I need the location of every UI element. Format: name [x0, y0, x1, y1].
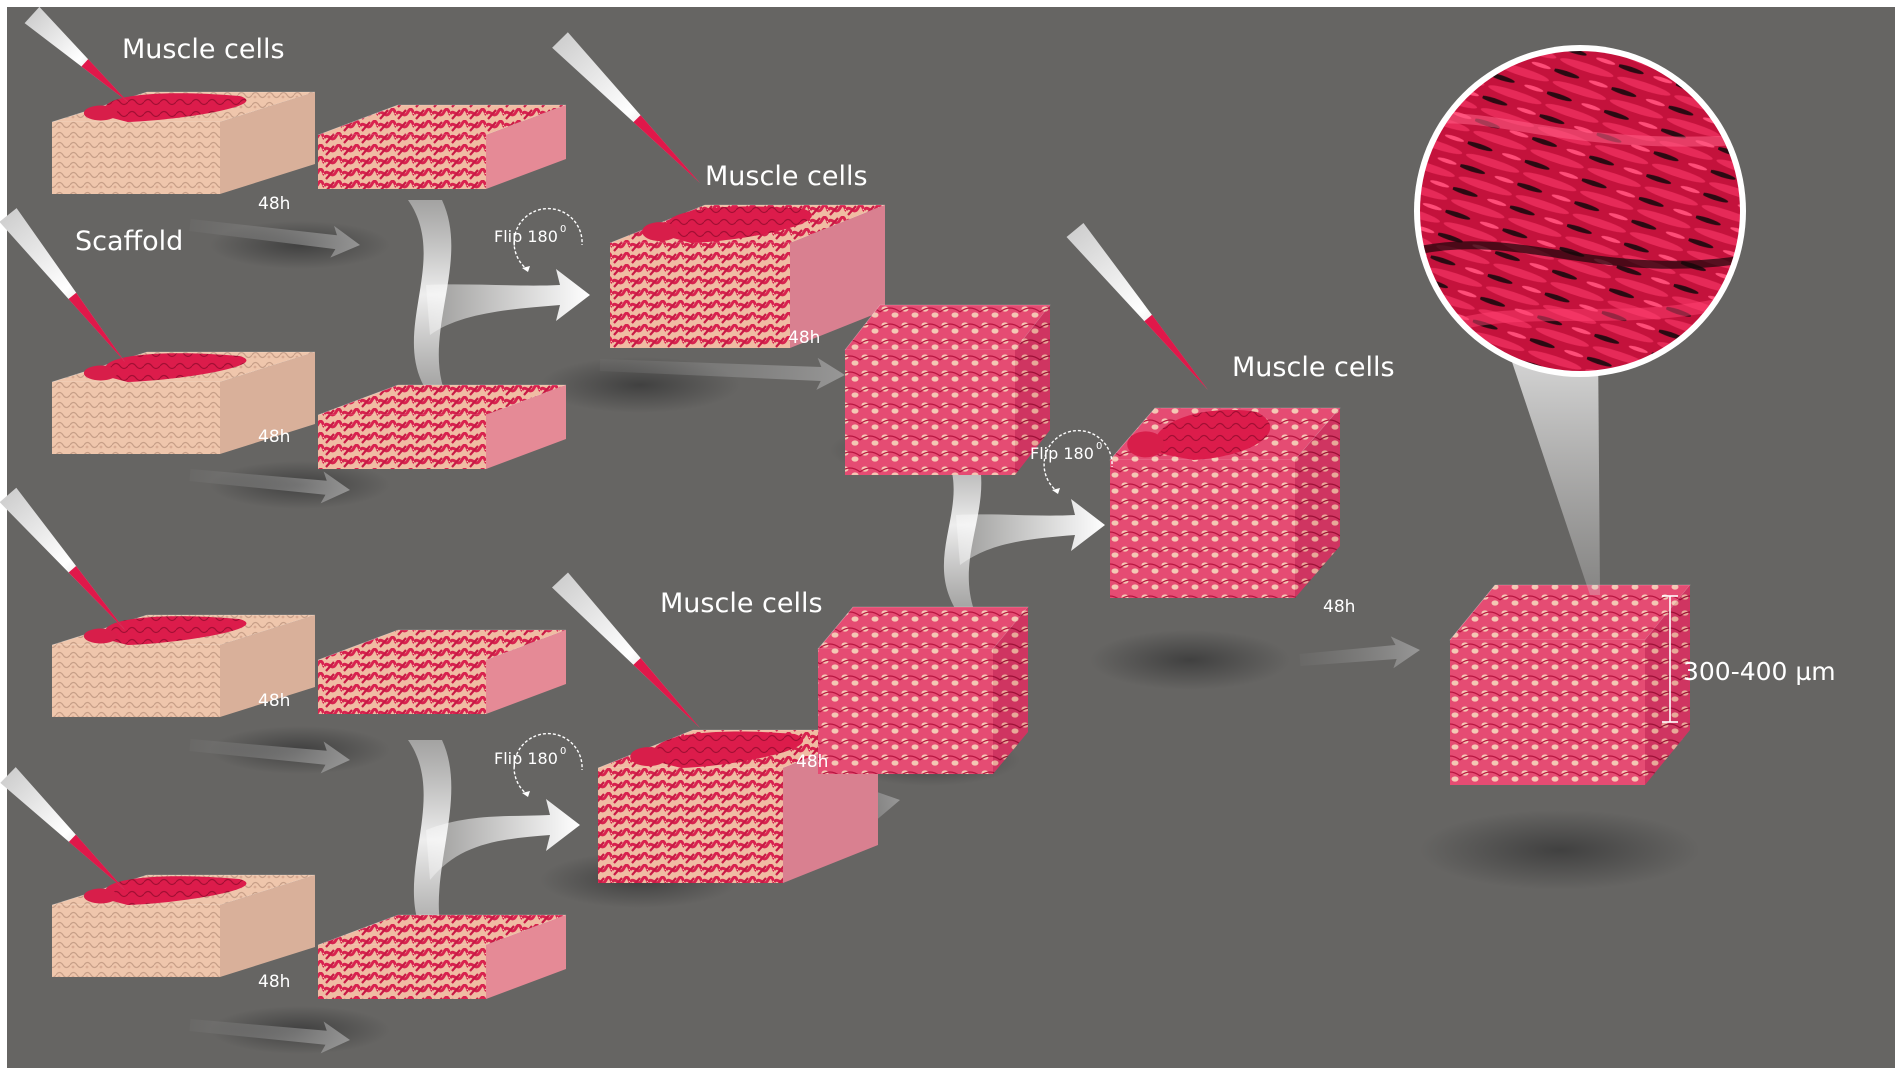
- pipette-6: [552, 572, 701, 729]
- seeded-scaffold-2: [51, 351, 316, 454]
- tissue-blocks: [51, 91, 1691, 999]
- pipette-7: [1066, 222, 1209, 390]
- arrow-48h-1: [189, 219, 360, 258]
- merge-arrow-3: [938, 440, 1105, 610]
- pipette-3: [0, 487, 125, 630]
- pipette-2: [0, 208, 126, 363]
- flip-label-1: Flip 180 0: [494, 207, 583, 272]
- fiber-sheet-2: [317, 384, 567, 469]
- seeded-scaffold-4: [51, 874, 316, 977]
- time-label-3: 48h: [258, 691, 290, 711]
- stacked-block-1: [609, 204, 886, 348]
- pipette-5: [552, 32, 701, 184]
- svg-text:Flip 180: Flip 180: [1030, 444, 1094, 463]
- shadow-9: [1090, 630, 1290, 690]
- time-label-5: 48h: [788, 328, 820, 348]
- arrow-48h-5: [599, 357, 845, 390]
- scale-label: 300-400 µm: [1683, 657, 1836, 686]
- flip-label-2: Flip 180 0: [494, 732, 583, 797]
- final-tissue-cube: [1449, 584, 1691, 785]
- time-label-4: 48h: [258, 972, 290, 992]
- labels: Muscle cells Scaffold Muscle cells Muscl…: [75, 34, 1836, 992]
- seeded-scaffold-3: [51, 614, 316, 717]
- microscopy-zoom: [1414, 45, 1746, 595]
- pipette-4: [0, 767, 125, 891]
- time-label-7: 48h: [1323, 597, 1355, 617]
- stacked-cube-3: [1109, 407, 1341, 598]
- fiber-sheet-4: [317, 914, 567, 999]
- time-label-1: 48h: [258, 194, 290, 214]
- time-label-6: 48h: [796, 752, 828, 772]
- svg-text:0: 0: [560, 746, 566, 757]
- pipette-1: [24, 6, 128, 102]
- fiber-sheet-1: [317, 104, 567, 189]
- arrow-48h-7: [1299, 636, 1421, 669]
- scaffold-label: Scaffold: [75, 226, 183, 257]
- merge-arrow-2: [408, 740, 580, 940]
- svg-text:Flip 180: Flip 180: [494, 227, 558, 246]
- micrograph: [1420, 51, 1740, 371]
- svg-text:0: 0: [1096, 441, 1102, 452]
- muscle-cells-label-2: Muscle cells: [705, 161, 868, 192]
- muscle-cells-label-1: Muscle cells: [122, 34, 285, 65]
- svg-text:Flip 180: Flip 180: [494, 749, 558, 768]
- arrow-48h-3: [189, 739, 350, 774]
- fiber-sheet-3: [317, 629, 567, 714]
- mesh-cube-2: [817, 606, 1029, 774]
- muscle-cells-label-3: Muscle cells: [660, 588, 823, 619]
- shadow-10: [1420, 810, 1700, 890]
- mesh-cube-1: [844, 304, 1051, 475]
- flow-arrows: [189, 200, 1421, 1054]
- merge-arrow-1: [408, 200, 590, 390]
- pipettes: [0, 6, 1209, 891]
- muscle-cells-label-4: Muscle cells: [1232, 352, 1395, 383]
- scale-bar: 300-400 µm: [1662, 595, 1836, 723]
- seeded-scaffold-1: [51, 91, 316, 194]
- arrow-48h-4: [189, 1019, 350, 1054]
- svg-text:0: 0: [560, 224, 566, 235]
- zoom-cone: [1508, 340, 1600, 595]
- flip-label-3: Flip 180 0: [1030, 429, 1113, 494]
- time-label-2: 48h: [258, 427, 290, 447]
- arrow-48h-2: [189, 469, 350, 504]
